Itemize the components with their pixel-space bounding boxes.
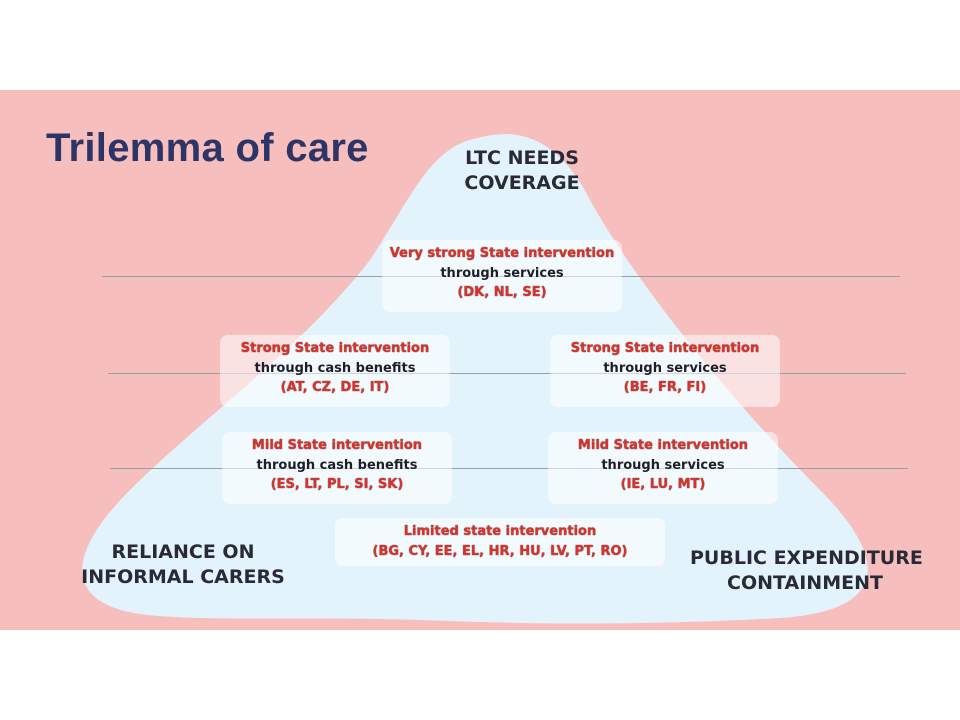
box-strong-cash-via: through cash benefits xyxy=(254,360,416,376)
box-mild-state-cash-benefits: Mild State intervention through cash ben… xyxy=(222,432,452,504)
slide: Trilemma of care LTC NEEDS COVERAGE RELI… xyxy=(0,90,960,630)
box-very-strong-countries: (DK, NL, SE) xyxy=(457,285,547,300)
vertex-reliance-on-informal-carers: RELIANCE ON INFORMAL CARERS xyxy=(78,540,288,589)
box-limited-countries: (BG, CY, EE, EL, HR, HU, LV, PT, RO) xyxy=(372,543,628,559)
box-mild-services-via: through services xyxy=(601,457,725,473)
box-mild-cash-countries: (ES, LT, PL, SI, SK) xyxy=(270,477,404,492)
box-very-strong-label: Very strong State intervention xyxy=(389,246,615,261)
vertex-top-line-1: LTC NEEDS xyxy=(465,147,579,169)
box-mild-cash-label: Mild State intervention xyxy=(251,438,423,453)
box-strong-cash-label: Strong State intervention xyxy=(240,341,430,356)
divider-line-bottom xyxy=(110,468,908,469)
vertex-top-line-2: COVERAGE xyxy=(464,171,580,194)
vertex-public-expenditure-containment: PUBLIC EXPENDITURE CONTAINMENT xyxy=(690,546,923,595)
vertex-right-line-1: PUBLIC EXPENDITURE xyxy=(690,547,923,569)
divider-line-middle xyxy=(108,373,906,374)
vertex-left-line-1: RELIANCE ON xyxy=(111,541,255,563)
box-mild-services-countries: (IE, LU, MT) xyxy=(620,477,706,492)
box-very-strong-via: through services xyxy=(440,265,564,281)
box-strong-state-services: Strong State intervention through servic… xyxy=(550,335,780,407)
box-strong-services-via: through services xyxy=(603,360,727,376)
vertex-left-line-2: INFORMAL CARERS xyxy=(81,565,285,588)
box-strong-cash-countries: (AT, CZ, DE, IT) xyxy=(280,380,390,395)
vertex-right-line-2: CONTAINMENT xyxy=(727,571,883,594)
box-strong-services-countries: (BE, FR, FI) xyxy=(623,380,707,395)
box-strong-services-label: Strong State intervention xyxy=(570,341,760,356)
box-strong-state-cash-benefits: Strong State intervention through cash b… xyxy=(220,335,450,407)
slide-title: Trilemma of care xyxy=(46,126,369,170)
box-mild-services-label: Mild State intervention xyxy=(577,438,749,453)
box-limited-label: Limited state intervention xyxy=(403,524,597,539)
box-very-strong-state-intervention: Very strong State intervention through s… xyxy=(382,240,622,312)
vertex-ltc-needs-coverage: LTC NEEDS COVERAGE xyxy=(462,146,582,195)
box-mild-state-services: Mild State intervention through services… xyxy=(548,432,778,504)
box-mild-cash-via: through cash benefits xyxy=(256,457,418,473)
box-limited-state-intervention: Limited state intervention (BG, CY, EE, … xyxy=(335,518,665,566)
